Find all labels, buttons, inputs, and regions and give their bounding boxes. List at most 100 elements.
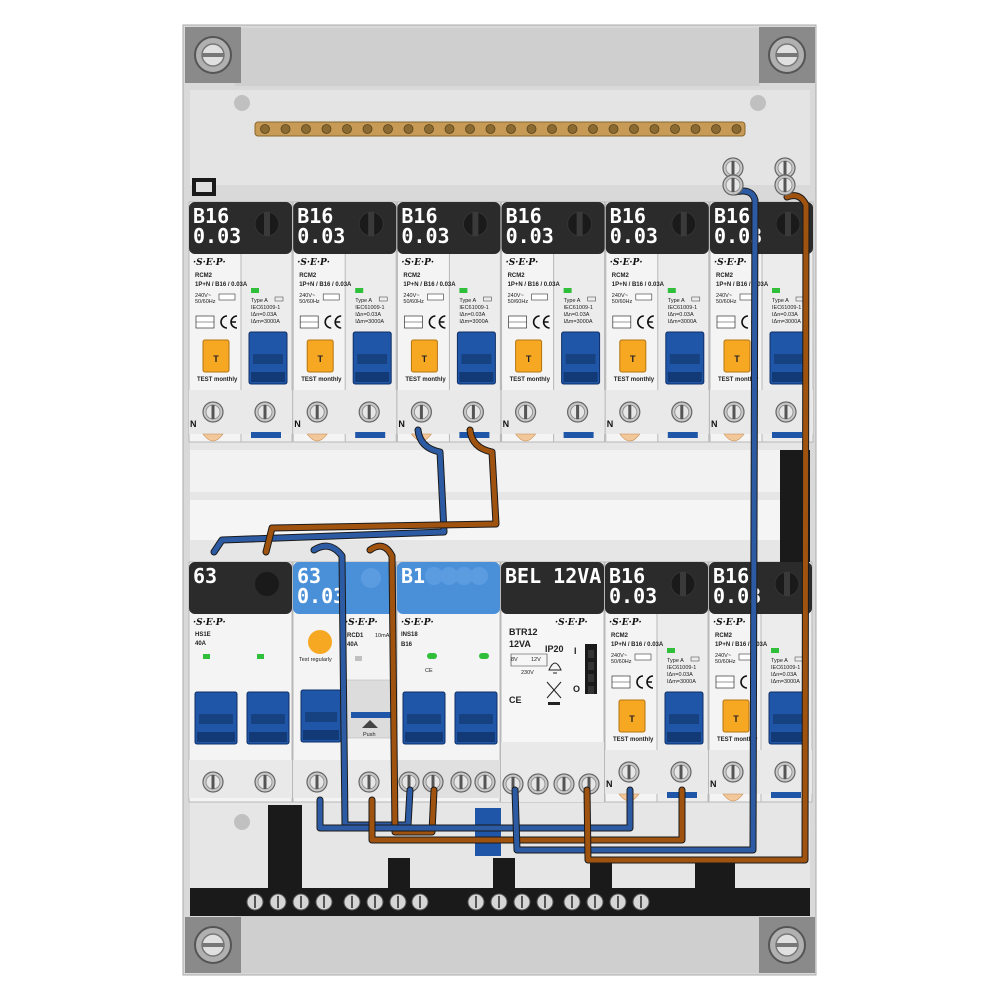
screw-socket-icon — [440, 567, 458, 585]
terminal-screw-icon[interactable] — [775, 401, 797, 423]
test-button[interactable]: T — [410, 339, 438, 373]
terminal-screw-icon[interactable] — [619, 401, 641, 423]
terminal-screw-icon[interactable] — [306, 771, 328, 793]
terminal-screw-icon[interactable] — [527, 773, 549, 795]
test-button[interactable]: T — [619, 339, 647, 373]
terminal-screw-icon[interactable] — [358, 771, 380, 793]
rcd-reset-panel — [344, 679, 396, 739]
spec-label: 1P+N / B16 / 0.03A — [612, 282, 665, 288]
screw-slot — [475, 896, 477, 908]
test-button[interactable]: T — [306, 339, 334, 373]
voltage-label: 240V~ — [508, 293, 524, 299]
frequency-label: 50/60Hz — [611, 659, 632, 665]
type-a-symbol-icon — [378, 296, 388, 302]
model-label: RCD1 — [347, 633, 364, 639]
spec-label: 1P+N / B16 / 0.03A — [508, 282, 561, 288]
terminal-screw-icon[interactable] — [722, 761, 744, 783]
test-button[interactable]: T — [515, 339, 543, 373]
terminal-screw-icon[interactable] — [671, 401, 693, 423]
earth-bar-hole-icon — [649, 124, 660, 134]
main-switch-lever[interactable] — [194, 691, 238, 745]
frequency-label: 50/60Hz — [403, 299, 424, 305]
terminal-screw-icon[interactable] — [723, 401, 745, 423]
test-button[interactable]: T — [202, 339, 230, 373]
sensitivity-ma-label: 10mA — [375, 633, 390, 639]
terminal-screw-icon[interactable] — [202, 771, 224, 793]
type-label: Type A — [459, 298, 476, 304]
toggle-lever[interactable] — [561, 331, 601, 385]
sensitivity-label: 0.03 — [609, 584, 657, 608]
screw-slot — [374, 896, 376, 908]
power-label: 12VA — [509, 639, 531, 649]
isolator-lever[interactable] — [454, 691, 498, 745]
toggle-lever[interactable] — [248, 331, 288, 385]
terminal-screw-icon[interactable] — [514, 401, 537, 423]
model-label: RCM2 — [611, 633, 629, 639]
wire-brown — [369, 787, 685, 843]
din-rail-top — [190, 450, 810, 492]
terminal-screw-icon[interactable] — [410, 401, 432, 423]
toggle-lever[interactable] — [768, 691, 808, 745]
type-a-symbol-icon — [274, 296, 284, 302]
rating-label: B16 — [610, 204, 646, 228]
main-switch-lever[interactable] — [246, 691, 290, 745]
terminal-screw-icon[interactable] — [254, 401, 276, 423]
residual-current-label: IΔn=0.03A — [667, 672, 693, 678]
sensitivity-label: 0.03 — [193, 224, 241, 248]
test-button[interactable]: T — [723, 339, 751, 373]
breaking-capacity-label: IΔm=3000A — [771, 679, 800, 685]
toggle-lever[interactable] — [352, 331, 392, 385]
terminal-screw-icon[interactable] — [450, 771, 472, 793]
terminal-screw-icon[interactable] — [474, 771, 496, 793]
weee-bin-icon — [546, 681, 562, 699]
residual-current-label: IΔn=0.03A — [564, 312, 590, 318]
sensitivity-label: 0.03 — [401, 224, 449, 248]
voltage-label: 240V~ — [403, 293, 419, 299]
voltage-label: 240V~ — [715, 653, 731, 659]
reset-slider[interactable] — [351, 712, 391, 718]
terminal-screw-icon[interactable] — [670, 761, 692, 783]
earth-bar-hole-icon — [547, 124, 557, 134]
toggle-lever[interactable] — [664, 691, 704, 745]
earth-bar-hole-icon — [608, 124, 619, 134]
corner-screw-icon — [184, 26, 242, 84]
test-button[interactable] — [308, 630, 332, 654]
test-button-glyph: T — [629, 714, 635, 724]
rating-label: BEL 12VA — [505, 564, 601, 588]
toggle-lever[interactable] — [456, 331, 496, 385]
earth-bar-hole-icon — [485, 124, 496, 134]
top-cover — [235, 28, 760, 86]
kema-mark-icon — [715, 675, 735, 689]
terminal-screw-icon[interactable] — [618, 761, 640, 783]
ratio-box — [634, 653, 652, 661]
spec-label: 1P+N / B16 / 0.03A — [299, 282, 352, 288]
terminal-screw-icon[interactable] — [254, 771, 276, 793]
wire-blue — [211, 427, 447, 555]
rcd-lever[interactable] — [300, 689, 342, 743]
kema-mark-icon — [404, 315, 423, 329]
terminal-screw-icon[interactable] — [566, 401, 589, 423]
rating-label: 63 — [193, 564, 217, 588]
isolator-lever[interactable] — [402, 691, 446, 745]
neutral-marker: N — [607, 419, 614, 429]
standard-label: IEC61009-1 — [564, 305, 593, 311]
on-marker: I — [574, 646, 577, 656]
screw-icon — [722, 174, 744, 196]
cover-clip-window — [196, 182, 212, 192]
terminal-screw-icon[interactable] — [358, 401, 380, 423]
toggle-lever[interactable] — [665, 331, 705, 385]
type-label: Type A — [771, 658, 788, 664]
terminal-screw-icon[interactable] — [306, 401, 328, 423]
terminal-screw-icon[interactable] — [202, 401, 224, 423]
terminal-screw-icon[interactable] — [774, 761, 796, 783]
test-button[interactable]: T — [722, 699, 750, 733]
terminal-screw-icon[interactable] — [462, 401, 484, 423]
terminal-screw-icon[interactable] — [553, 773, 575, 795]
test-button[interactable]: T — [618, 699, 646, 733]
push-label: Push — [363, 732, 376, 738]
ratio-box — [322, 293, 340, 301]
ce-mark-icon: CE — [509, 695, 522, 705]
cable-end — [306, 433, 328, 442]
